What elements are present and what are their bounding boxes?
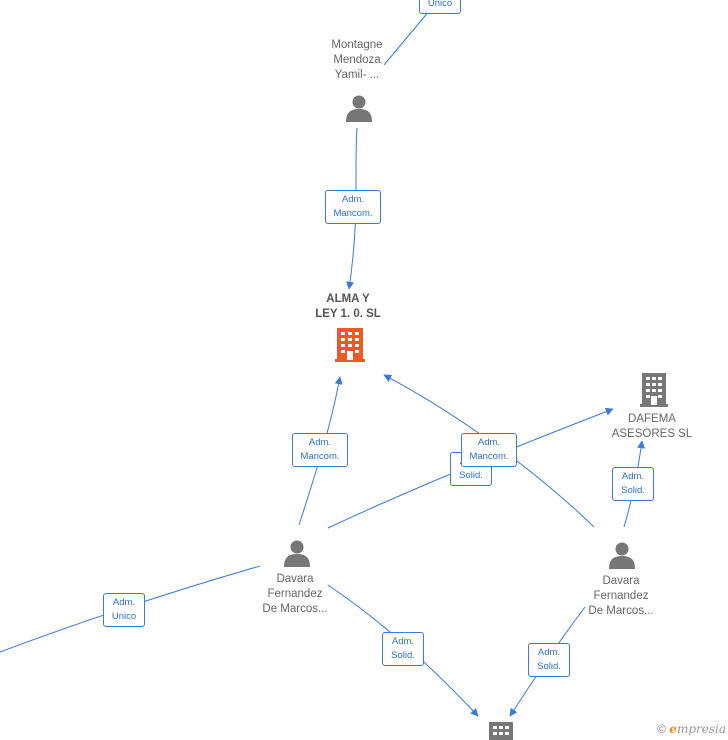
copyright-symbol: ©	[657, 722, 666, 736]
watermark: © empresia	[657, 722, 726, 736]
building-icon[interactable]	[487, 722, 515, 740]
edge-label-top-unico[interactable]: Unico	[419, 0, 461, 14]
brand-logo: empresia	[669, 722, 726, 736]
edge-label-davara2-bottom[interactable]: Adm. Solid.	[528, 643, 570, 677]
edge-label-left-unico[interactable]: Adm. Unico	[103, 593, 145, 627]
node-label-dafema[interactable]: DAFEMA ASESORES SL	[611, 413, 693, 440]
node-label-davara-1[interactable]: Davara Fernandez De Marcos...	[262, 573, 328, 615]
node-label-montagne[interactable]: Montagne Mendoza Yamil- ...	[331, 39, 383, 81]
edge-label-davara2-alma[interactable]: Adm. Mancom.	[461, 433, 517, 467]
edge-label-davara1-alma[interactable]: Adm. Mancom.	[292, 433, 348, 467]
edge-top-unico	[383, 9, 431, 66]
building-icon[interactable]	[335, 328, 365, 362]
building-icon[interactable]	[640, 373, 668, 407]
edge-label-davara2-dafema[interactable]: Adm. Solid.	[612, 467, 654, 501]
person-icon[interactable]	[283, 539, 311, 567]
node-label-davara-2[interactable]: Davara Fernandez De Marcos...	[588, 575, 654, 617]
edge-label-davara1-bottom[interactable]: Adm. Solid.	[382, 632, 424, 666]
edge-label-montagne-alma[interactable]: Adm. Mancom.	[325, 190, 381, 224]
node-label-alma[interactable]: ALMA Y LEY 1. 0. SL	[315, 293, 381, 320]
person-icon[interactable]	[608, 541, 636, 569]
person-icon[interactable]	[345, 94, 373, 122]
